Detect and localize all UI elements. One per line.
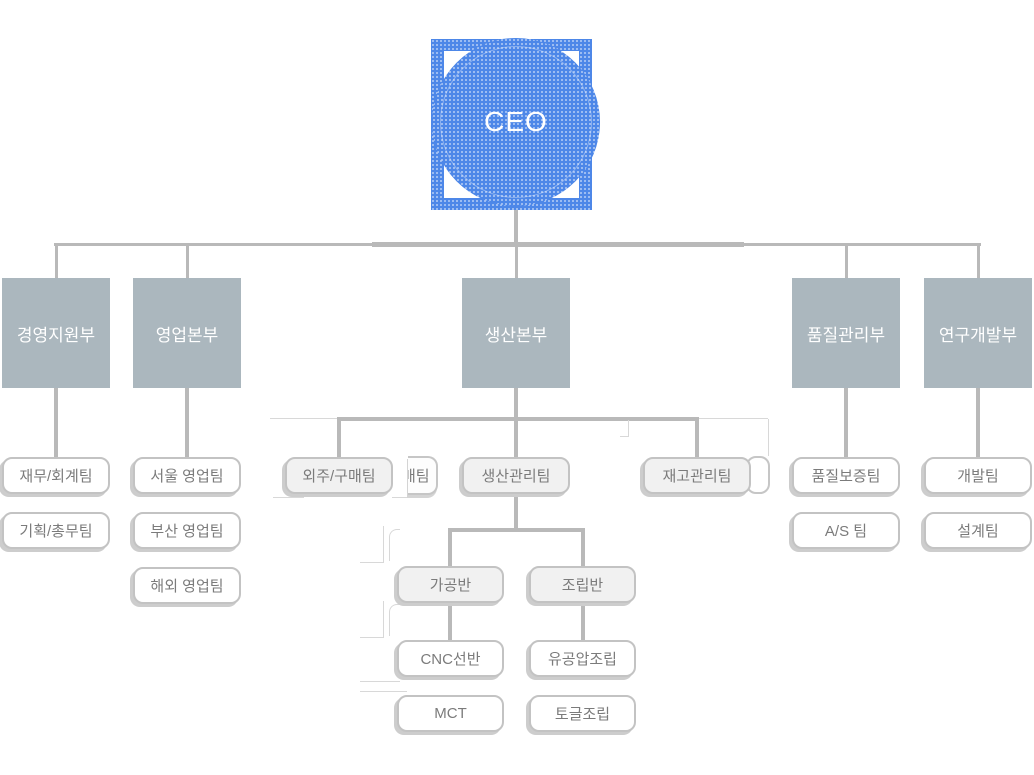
ceo-stem-line xyxy=(514,210,518,245)
team-label: 가공반 xyxy=(429,577,472,594)
team-label: 재무/회계팀 xyxy=(19,468,93,485)
team-label: 부산 영업팀 xyxy=(150,523,224,540)
artifact-line xyxy=(699,418,768,419)
team-label: 조립반 xyxy=(561,577,604,594)
team-label: 서울 영업팀 xyxy=(150,468,224,485)
team-box-cnc-lathe: CNC선반 xyxy=(397,640,504,677)
dept-label: 경영지원부 xyxy=(16,325,96,345)
production-team-stub-line xyxy=(337,419,341,458)
team-label: MCT xyxy=(434,705,467,722)
artifact-line xyxy=(383,526,384,563)
artifact-line xyxy=(620,436,629,437)
team-box-assembly: 조립반 xyxy=(529,566,636,603)
dept-label: 생산본부 xyxy=(484,325,548,345)
dept-box-management-support: 경영지원부 xyxy=(2,278,110,388)
team-box-hydraulic-pneumatic-assembly: 유공압조립 xyxy=(529,640,636,677)
subgroup-child-line xyxy=(448,603,452,641)
dept-to-team-line xyxy=(514,388,518,458)
dept-to-team-line xyxy=(185,388,189,458)
artifact-line xyxy=(360,691,407,692)
dept-to-team-line xyxy=(54,388,58,458)
team-box-machining: 가공반 xyxy=(397,566,504,603)
artifact-line xyxy=(360,637,384,638)
artifact-line xyxy=(383,601,384,638)
artifact-corner xyxy=(389,604,400,636)
team-box-design: 설계팀 xyxy=(924,512,1032,549)
artifact-line xyxy=(273,497,304,498)
team-label: 생산관리팀 xyxy=(481,468,551,485)
team-label: 개발팀 xyxy=(957,468,999,485)
subgroup-stub-line xyxy=(448,530,452,567)
ceo-label: CEO xyxy=(484,106,548,137)
team-box-mct: MCT xyxy=(397,695,504,732)
team-box-outsourcing-purchasing: 외주/구매팀 xyxy=(285,457,393,494)
team-label: 토글조립 xyxy=(554,706,611,723)
team-label: 기획/총무팀 xyxy=(19,523,93,540)
team-label: 외주/구매팀 xyxy=(302,468,376,485)
team-label: CNC선반 xyxy=(420,651,481,668)
production-management-stem-line xyxy=(514,494,518,530)
artifact-line xyxy=(270,418,337,419)
team-box-overseas-sales: 해외 영업팀 xyxy=(133,567,241,604)
artifact-line xyxy=(768,419,769,456)
dept-box-production: 생산본부 xyxy=(462,278,570,388)
artifact-corner xyxy=(389,529,400,561)
level1-branch-overlap-line xyxy=(372,242,744,247)
artifact-line xyxy=(392,497,416,498)
dept-label: 품질관리부 xyxy=(806,325,886,345)
artifact-line xyxy=(360,681,400,682)
dept-to-team-line xyxy=(976,388,980,458)
artifact-line xyxy=(628,420,629,436)
team-box-seoul-sales: 서울 영업팀 xyxy=(133,457,241,494)
team-box-production-management: 생산관리팀 xyxy=(462,457,570,494)
dept-stub-line xyxy=(55,246,58,278)
subgroup-child-line xyxy=(581,603,585,641)
dept-stub-line xyxy=(515,246,518,278)
team-box-quality-assurance: 품질보증팀 xyxy=(792,457,900,494)
team-label: A/S 팀 xyxy=(824,523,868,540)
team-box-as-team: A/S 팀 xyxy=(792,512,900,549)
clipped-team-fragment-text: 매팀 xyxy=(408,468,430,485)
production-branch-line xyxy=(337,417,699,421)
team-label: 품질보증팀 xyxy=(811,468,881,485)
ceo-circle: CEO xyxy=(432,38,600,206)
dept-stub-line xyxy=(845,246,848,278)
dept-label: 영업본부 xyxy=(155,325,219,345)
team-box-development: 개발팀 xyxy=(924,457,1032,494)
ceo-node: CEO xyxy=(431,38,600,210)
team-label: 재고관리팀 xyxy=(662,468,732,485)
subgroup-stub-line xyxy=(581,530,585,567)
clipped-team-box-fragment: 매팀 xyxy=(408,456,438,495)
dept-stub-line xyxy=(186,246,189,278)
production-sub-branch-line xyxy=(448,528,585,532)
team-label: 유공압조립 xyxy=(547,651,617,668)
team-box-busan-sales: 부산 영업팀 xyxy=(133,512,241,549)
dept-box-rnd: 연구개발부 xyxy=(924,278,1032,388)
dept-label: 연구개발부 xyxy=(938,325,1018,345)
team-box-planning-general-affairs: 기획/총무팀 xyxy=(2,512,110,549)
dept-box-sales: 영업본부 xyxy=(133,278,241,388)
dept-stub-line xyxy=(977,246,980,278)
team-label: 설계팀 xyxy=(957,523,999,540)
team-box-toggle-assembly: 토글조립 xyxy=(529,695,636,732)
production-team-stub-line xyxy=(695,419,699,458)
team-label: 해외 영업팀 xyxy=(150,578,224,595)
team-box-finance-accounting: 재무/회계팀 xyxy=(2,457,110,494)
artifact-line xyxy=(360,562,384,563)
dept-box-quality-control: 품질관리부 xyxy=(792,278,900,388)
dept-to-team-line xyxy=(844,388,848,458)
team-box-inventory-management: 재고관리팀 xyxy=(643,457,751,494)
